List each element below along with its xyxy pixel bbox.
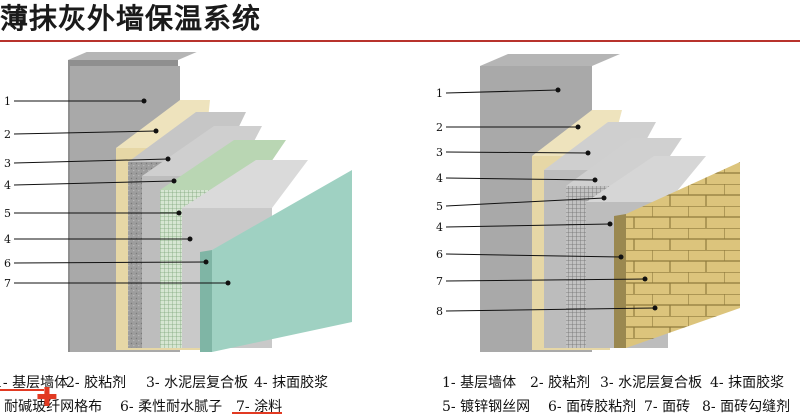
base-wall-top bbox=[480, 54, 620, 66]
page-title: 薄抹灰外墙保温系统 bbox=[0, 2, 262, 35]
left-legend: 1- 基层墙体 2- 胶粘剂 3- 水泥层复合板 4- 抹面胶浆 5- 耐碱玻纤… bbox=[0, 366, 400, 415]
tile-layer bbox=[626, 162, 740, 348]
legend-item: 3- 水泥层复合板 bbox=[600, 375, 703, 391]
legend-item: 6- 面砖胶粘剂 bbox=[548, 399, 637, 415]
callout-number: 4 bbox=[436, 221, 443, 234]
callout-number: 4 bbox=[436, 172, 443, 185]
callout-number: 8 bbox=[436, 305, 443, 318]
legend-item: 7- 面砖 bbox=[644, 399, 691, 415]
callout-number: 3 bbox=[4, 157, 11, 170]
callout-number: 5 bbox=[4, 207, 11, 220]
right-legend: 1- 基层墙体 2- 胶粘剂 3- 水泥层复合板 4- 抹面胶浆 5- 镀锌钢丝… bbox=[400, 366, 800, 415]
callout-number: 7 bbox=[4, 277, 11, 290]
legend-item: 1- 基层墙体 bbox=[442, 375, 517, 391]
callout-number: 1 bbox=[4, 95, 11, 108]
legend-item: 7- 涂料 bbox=[236, 399, 283, 415]
callout-number: 1 bbox=[436, 87, 443, 100]
legend-item: 2- 胶粘剂 bbox=[530, 375, 591, 391]
callout-number: 7 bbox=[436, 275, 443, 288]
callout-number: 5 bbox=[436, 200, 443, 213]
legend-item: 2- 胶粘剂 bbox=[66, 375, 127, 391]
red-underline-mark bbox=[0, 389, 44, 391]
callout-number: 3 bbox=[436, 146, 443, 159]
callout-number: 4 bbox=[4, 179, 11, 192]
red-underline-mark bbox=[232, 412, 282, 414]
callout-number: 2 bbox=[4, 128, 11, 141]
legend-item: 4- 抹面胶浆 bbox=[254, 375, 329, 391]
callout-number: 2 bbox=[436, 121, 443, 134]
base-wall-top bbox=[68, 52, 197, 60]
legend-item: 5- 耐碱玻纤网格布 bbox=[0, 399, 103, 415]
legend-item: 3- 水泥层复合板 bbox=[146, 375, 249, 391]
callout-number: 4 bbox=[4, 233, 11, 246]
legend-item: 6- 柔性耐水腻子 bbox=[120, 399, 223, 415]
legend-item: 1- 基层墙体 bbox=[0, 375, 69, 391]
legend-item: 8- 面砖勾缝剂 bbox=[702, 399, 791, 415]
title-divider bbox=[0, 40, 800, 42]
paint-layer bbox=[212, 170, 352, 352]
left-wall-diagram: 1 2 3 4 5 4 6 7 bbox=[4, 52, 352, 352]
legend-item: 5- 镀锌钢丝网 bbox=[442, 399, 531, 415]
callout-number: 6 bbox=[436, 248, 443, 261]
right-wall-diagram: 1 2 3 4 5 4 6 7 8 bbox=[436, 54, 740, 352]
legend-item: 4- 抹面胶浆 bbox=[710, 375, 785, 391]
red-cross-icon: ✚ bbox=[36, 383, 58, 413]
callout-number: 6 bbox=[4, 257, 11, 270]
